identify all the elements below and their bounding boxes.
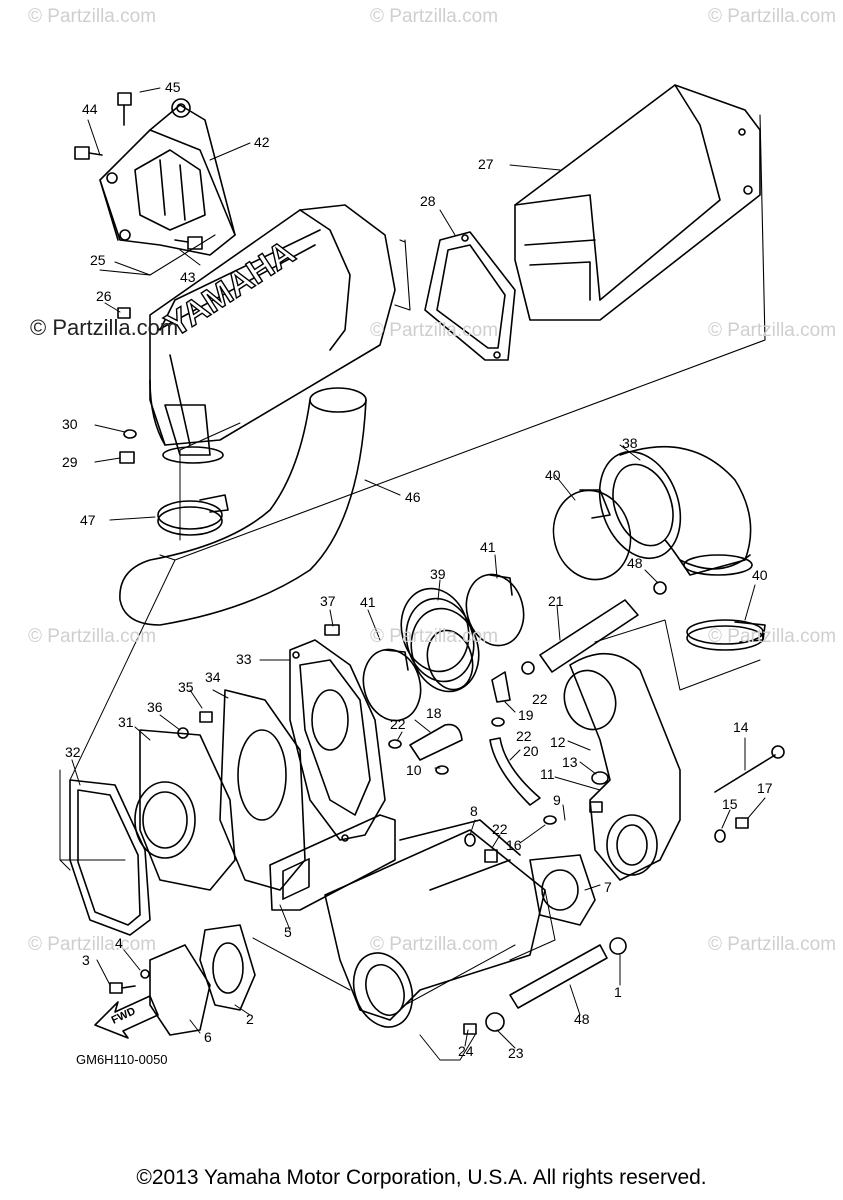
- callout-22: 16: [506, 837, 522, 853]
- exhaust-manifold-33: [289, 639, 386, 842]
- diagram-code: GM6H110-0050: [76, 1052, 168, 1067]
- watermark: © Partzilla.com: [708, 626, 837, 647]
- callout-9: 8: [470, 803, 478, 819]
- callout-10: 11: [540, 766, 555, 782]
- muffler-box: [149, 204, 396, 464]
- callout-47: 47: [80, 512, 96, 528]
- callout-4: 3: [82, 952, 90, 968]
- fwd-arrow-icon: [94, 995, 159, 1039]
- watermark: © Partzilla.com: [28, 6, 157, 27]
- callout-22: 10: [406, 762, 422, 778]
- small-gaskets: [149, 854, 596, 1036]
- callout-48: 48: [627, 555, 643, 571]
- callout-8: 22: [492, 821, 508, 837]
- gaskets-manifold: [69, 689, 306, 936]
- callout-34: 34: [205, 669, 221, 685]
- callout-28: 28: [420, 193, 436, 209]
- gasket-7: [269, 814, 396, 911]
- watermark-main: © Partzilla.com: [30, 315, 179, 340]
- callout-19: 19: [518, 707, 534, 723]
- callout-42: 42: [254, 134, 270, 150]
- watermark: © Partzilla.com: [370, 934, 499, 955]
- exhaust-elbow-38: [598, 445, 753, 576]
- callout-22: 22: [516, 728, 532, 744]
- callout-30: 30: [62, 416, 78, 432]
- callout-18: 18: [426, 705, 442, 721]
- watermark: © Partzilla.com: [370, 320, 499, 341]
- callout-31: 31: [118, 714, 134, 730]
- callout-43: 43: [180, 269, 196, 285]
- callout-7: 5: [284, 924, 292, 940]
- callout-41: 41: [480, 539, 496, 555]
- exhaust-pipe-1: [324, 819, 546, 1028]
- callout-44: 44: [82, 101, 98, 117]
- watermark: © Partzilla.com: [708, 6, 837, 27]
- leader-lines: [59, 87, 766, 1061]
- pipes: [509, 599, 639, 1009]
- callout-29: 29: [62, 454, 78, 470]
- callout-13: 13: [562, 754, 578, 770]
- callout-48: 1: [614, 984, 622, 1000]
- callout-35: 35: [178, 679, 194, 695]
- watermark: © Partzilla.com: [370, 626, 499, 647]
- coupling-group: [362, 573, 525, 722]
- callout-46: 46: [405, 489, 421, 505]
- water-box: [514, 84, 761, 321]
- callout-40: 40: [752, 567, 768, 583]
- callout-20: 20: [523, 743, 539, 759]
- callout-17: 7: [604, 879, 612, 895]
- callout-40: 40: [545, 467, 561, 483]
- watermark: © Partzilla.com: [28, 934, 157, 955]
- clamps-40: [552, 489, 766, 651]
- exhaust-hose: [119, 387, 367, 626]
- callout-41: 41: [360, 594, 376, 610]
- watermark: © Partzilla.com: [708, 320, 837, 341]
- watermark: © Partzilla.com: [28, 626, 157, 647]
- callout-26: 26: [96, 288, 112, 304]
- callout-37: 37: [320, 593, 336, 609]
- callout-22: 22: [532, 691, 548, 707]
- callout-22: 22: [390, 716, 406, 732]
- watermark: © Partzilla.com: [370, 6, 499, 27]
- small-hoses: [388, 671, 557, 825]
- callout-21: 21: [548, 593, 564, 609]
- callout-32: 32: [65, 744, 81, 760]
- callout-45: 45: [165, 79, 181, 95]
- hose-clamp-47: [157, 494, 229, 536]
- callout-36: 36: [147, 699, 163, 715]
- callout-5: 4: [115, 935, 123, 951]
- callout-11: 9: [553, 792, 561, 808]
- callout-27: 27: [478, 156, 494, 172]
- callout-23: 48: [574, 1011, 590, 1027]
- callout-38: 38: [622, 435, 638, 451]
- callout-15: 17: [757, 780, 773, 796]
- callout-16: 15: [722, 796, 738, 812]
- water-lock-10: [563, 652, 681, 881]
- copyright-notice: ©2013 Yamaha Motor Corporation, U.S.A. A…: [136, 1166, 707, 1189]
- watermark: © Partzilla.com: [708, 934, 837, 955]
- callout-6: 2: [246, 1011, 254, 1027]
- callout-12: 12: [550, 734, 566, 750]
- callout-14: 14: [733, 719, 749, 735]
- callout-2: 24: [458, 1043, 474, 1059]
- callout-39: 39: [430, 566, 446, 582]
- frame-lines: [99, 114, 766, 561]
- callout-24: 23: [508, 1045, 524, 1061]
- callout-33: 33: [236, 651, 252, 667]
- callout-3: 6: [204, 1029, 212, 1045]
- callout-25: 25: [90, 252, 106, 268]
- gasket-28: [424, 231, 516, 361]
- engine-mount-bracket: [99, 98, 236, 256]
